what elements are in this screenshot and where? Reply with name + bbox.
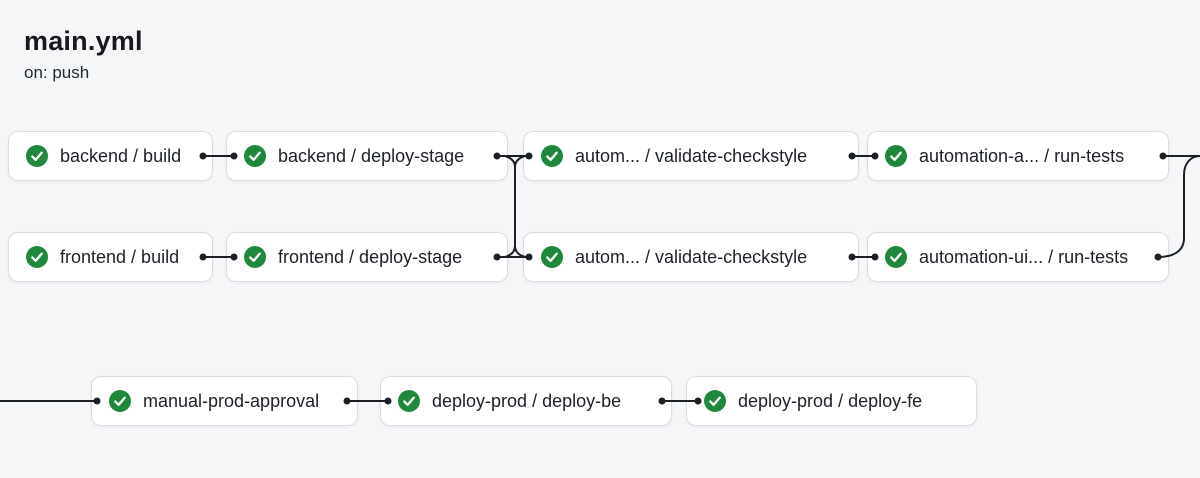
check-circle-icon <box>541 246 563 268</box>
workflow-title: main.yml <box>24 26 143 56</box>
check-circle-icon <box>244 145 266 167</box>
check-circle-icon <box>885 145 907 167</box>
check-circle-icon <box>885 246 907 268</box>
job-node-backend-build[interactable]: backend / build <box>8 131 213 181</box>
workflow-trigger: on: push <box>24 63 90 82</box>
check-circle-icon <box>398 390 420 412</box>
job-node-label: manual-prod-approval <box>143 390 320 411</box>
job-node-frontend-build[interactable]: frontend / build <box>8 232 213 282</box>
job-node-deploy-prod-deploy-fe[interactable]: deploy-prod / deploy-fe <box>686 376 977 426</box>
job-node-label: deploy-prod / deploy-fe <box>738 390 923 411</box>
job-node-backend-deploy-stage[interactable]: backend / deploy-stage <box>226 131 508 181</box>
check-circle-icon <box>109 390 131 412</box>
job-node-automation-ui-run-tests[interactable]: automation-ui... / run-tests <box>867 232 1169 282</box>
job-node-deploy-prod-deploy-be[interactable]: deploy-prod / deploy-be <box>380 376 672 426</box>
job-node-label: frontend / build <box>60 246 180 267</box>
workflow-header: main.yml on: push <box>24 26 143 83</box>
check-circle-icon <box>26 145 48 167</box>
check-circle-icon <box>244 246 266 268</box>
job-node-autom-validate-checkstyle-top[interactable]: autom... / validate-checkstyle <box>523 131 859 181</box>
job-node-label: autom... / validate-checkstyle <box>575 145 808 166</box>
job-node-label: frontend / deploy-stage <box>278 246 463 267</box>
job-node-manual-prod-approval[interactable]: manual-prod-approval <box>91 376 358 426</box>
job-node-label: deploy-prod / deploy-be <box>432 390 622 411</box>
job-node-label: autom... / validate-checkstyle <box>575 246 808 267</box>
job-node-autom-validate-checkstyle-bottom[interactable]: autom... / validate-checkstyle <box>523 232 859 282</box>
check-circle-icon <box>541 145 563 167</box>
job-node-label: backend / build <box>60 145 182 166</box>
job-node-label: backend / deploy-stage <box>278 145 465 166</box>
job-node-label: automation-a... / run-tests <box>919 145 1125 166</box>
check-circle-icon <box>704 390 726 412</box>
job-node-automation-a-run-tests[interactable]: automation-a... / run-tests <box>867 131 1169 181</box>
job-node-frontend-deploy-stage[interactable]: frontend / deploy-stage <box>226 232 508 282</box>
check-circle-icon <box>26 246 48 268</box>
job-node-label: automation-ui... / run-tests <box>919 246 1129 267</box>
